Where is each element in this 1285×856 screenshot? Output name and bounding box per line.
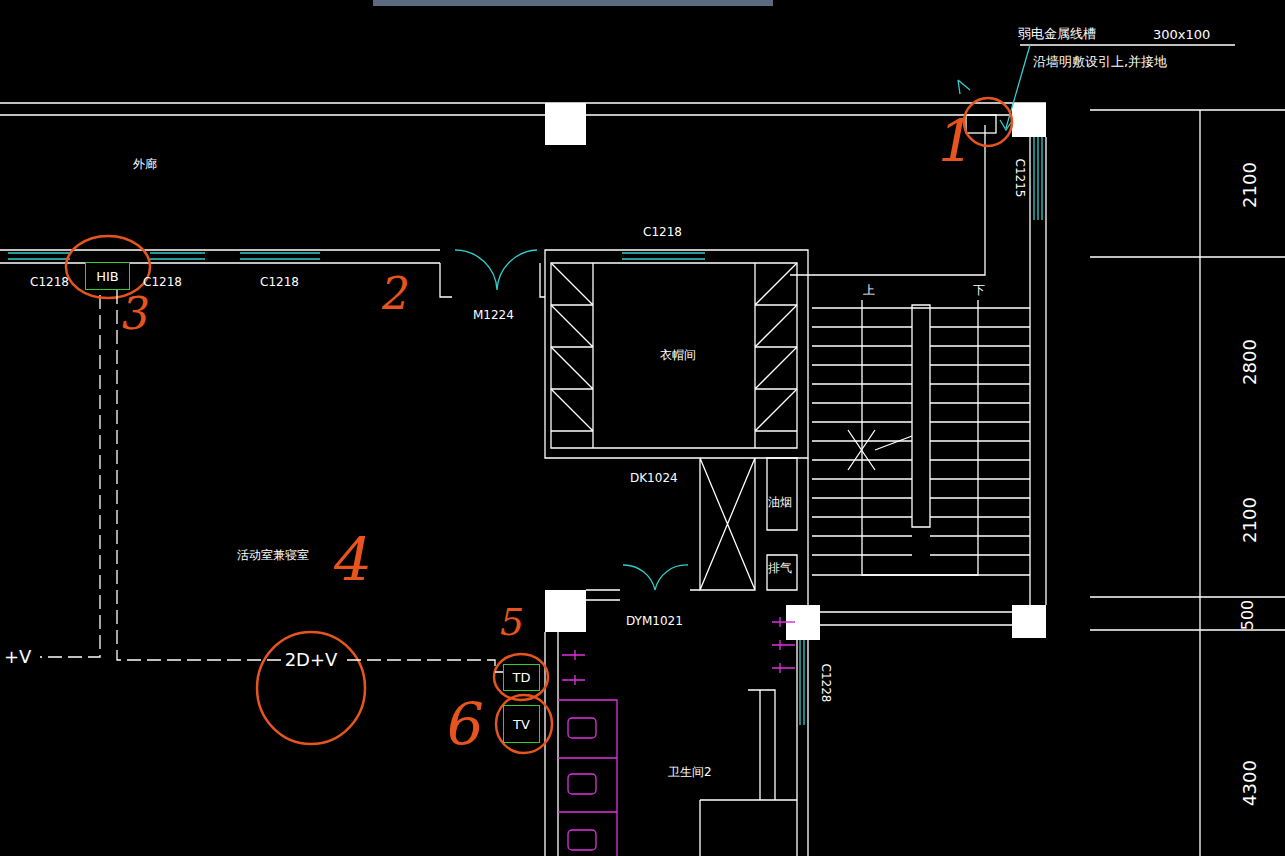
- outlet-box: HIB: [85, 262, 130, 290]
- window-tag: C1218: [643, 226, 682, 238]
- box-text: TD: [513, 671, 531, 684]
- callout-number: 2: [382, 272, 410, 316]
- window-tag: C1228: [820, 664, 832, 703]
- room-name: 活动室兼寝室: [237, 549, 309, 561]
- callout-number: 1: [938, 112, 975, 170]
- window-tag: C1218: [260, 276, 299, 288]
- outlet-box: TV: [503, 705, 540, 743]
- window-tag: C1218: [143, 276, 182, 288]
- wire-label: 2D+V: [281, 649, 342, 671]
- window-tag: C1215: [1014, 159, 1026, 198]
- note: 弱电金属线槽: [1018, 27, 1096, 40]
- dimension: 500: [1240, 600, 1256, 631]
- callout-number: 6: [447, 695, 484, 753]
- door-tag: DYM1021: [626, 615, 683, 627]
- dimension: 2100: [1241, 162, 1259, 208]
- dimension: 2100: [1241, 497, 1259, 543]
- box-text: HIB: [96, 270, 119, 283]
- shaft-name: 排气: [768, 562, 792, 574]
- note: 沿墙明敷设引上,并接地: [1033, 55, 1167, 68]
- title-bar: [373, 0, 773, 6]
- stair-mark: 下: [973, 284, 985, 296]
- dimension: 2800: [1241, 339, 1259, 385]
- callout-number: 5: [500, 603, 524, 641]
- door-tag: M1224: [473, 309, 514, 321]
- dimension: 4300: [1241, 760, 1259, 806]
- callout-number: 4: [334, 530, 372, 590]
- window-tag: C1218: [30, 276, 69, 288]
- signal-name: +V: [4, 648, 31, 666]
- note: 300x100: [1153, 28, 1210, 41]
- outlet-box: TD: [503, 664, 540, 691]
- room-name: 外廊: [133, 158, 157, 170]
- callout-number: 3: [122, 292, 150, 336]
- shaft-name: 油烟: [768, 496, 792, 508]
- box-text: TV: [513, 718, 530, 731]
- room-name: 衣帽间: [660, 349, 696, 361]
- signal-wire: [117, 290, 503, 672]
- stair-mark: 上: [863, 284, 875, 296]
- room-name: 卫生间2: [668, 766, 712, 778]
- door-tag: DK1024: [630, 472, 678, 484]
